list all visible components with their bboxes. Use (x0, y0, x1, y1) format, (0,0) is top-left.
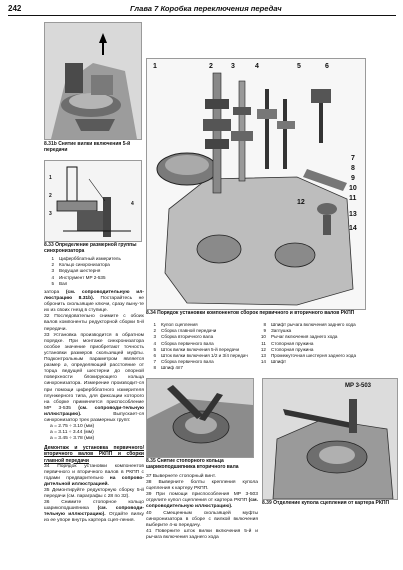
list-item: а = 2.75 ÷ 3.10 (мм) (50, 424, 95, 430)
body-text-mid: 37 Вывернете стопорный винт. 38 Вывернит… (146, 474, 258, 541)
callout-13: 13 (349, 211, 357, 218)
body-text-left: затора (см. сопроводительную ил-люстраци… (44, 290, 144, 525)
paragraph-36: 36 Снимите стопорное кольцо шарикоподшип… (44, 500, 144, 524)
callout-12: 12 (297, 199, 305, 206)
paragraph-33: 33 Установка производится в обратном пор… (44, 332, 144, 423)
callout-7: 7 (351, 155, 355, 162)
caption-text: Порядок установки компонентов сборок пер… (157, 310, 355, 316)
figure-8-34-caption: 8.34 Порядок установки компонентов сборо… (146, 310, 364, 316)
size-groups-list: а = 2.75 ÷ 3.10 (мм) а = 3.11 ÷ 3.44 (мм… (44, 424, 144, 442)
tool-label: МР 3-503 (345, 383, 372, 389)
figure-8-39-caption: 8.39 Отделение купола сцепления от карте… (262, 500, 396, 506)
page-number: 242 (8, 4, 22, 13)
figure-8-33-drawing (45, 161, 141, 241)
callout-9: 9 (351, 175, 355, 182)
callout-10: 10 (349, 185, 357, 192)
callout-5: 5 (297, 63, 301, 70)
section-subheading: Демонтаж и установка первичного/ вторичн… (44, 445, 144, 464)
figure-8-31b (44, 22, 142, 140)
figure-8-33-caption: 8.33 Определение размерной группы синхро… (44, 242, 144, 254)
figure-8-34-drawing (147, 59, 365, 309)
figure-8-39-drawing (263, 379, 397, 499)
paragraph-41: 41 Поверните шток вилки включения 5-й и … (146, 528, 258, 540)
paragraph-35: 35 Демонтируйте редукторную сборку 5-й п… (44, 488, 144, 500)
figure-8-33: 1 2 3 4 (44, 160, 142, 242)
caption-text: Снятие стопорного кольца шарикоподшипник… (146, 458, 239, 470)
figure-8-31b-caption: 8.31b Снятие вилки включения 5-й передач… (44, 141, 144, 153)
list-item: а = 3.11 ÷ 3.44 (мм) (50, 430, 94, 436)
callout-1: 1 (153, 63, 157, 70)
callout-2: 2 (209, 63, 213, 70)
paragraph-40: 40 Смещенным скользящей муфты синхрониза… (146, 510, 258, 528)
figure-8-31b-drawing (45, 23, 141, 139)
callout-2: 2 (49, 193, 52, 199)
callout-4: 4 (255, 63, 259, 70)
chapter-title: Глава 7 Коробка переключения передач (130, 4, 282, 13)
figure-number: 8.35 (146, 458, 156, 464)
callout-6: 6 (325, 63, 329, 70)
figure-number: 8.39 (262, 500, 272, 506)
callout-3: 3 (231, 63, 235, 70)
header-rule (8, 15, 396, 16)
paragraph-37: 37 Вывернете стопорный винт. (146, 474, 216, 479)
list-item: а = 3.45 ÷ 3.78 (мм) (50, 436, 95, 442)
figure-8-34: 1 2 3 4 5 6 7 8 9 10 11 12 13 14 (146, 58, 366, 310)
figure-8-39: МР 3-503 (262, 378, 398, 500)
caption-text: Определение размерной группы синхронизат… (44, 242, 137, 254)
figure-8-35-drawing (147, 379, 253, 457)
paragraph-38: 38 Выверните болты крепления купола сцеп… (146, 480, 258, 492)
callout-8: 8 (351, 165, 355, 172)
figure-number: 8.33 (44, 242, 54, 248)
caption-text: Снятие вилки включения 5-й передачи (44, 141, 131, 153)
callout-14: 14 (349, 225, 357, 232)
callout-11: 11 (349, 195, 357, 202)
figure-8-35-caption: 8.35 Снятие стопорного кольца шарикоподш… (146, 458, 256, 470)
callout-3: 3 (49, 211, 52, 217)
figure-number: 8.31b (44, 141, 57, 147)
figure-number: 8.34 (146, 310, 156, 316)
paragraph-31-cont: затора (см. сопроводительную ил-люстраци… (44, 290, 145, 314)
callout-4: 4 (131, 201, 134, 207)
paragraph-39: 39 При помощи приспособления МР 3-503 от… (146, 492, 258, 510)
paragraph-34: 34 Порядок установки компонентов первичн… (44, 463, 144, 487)
caption-text: Отделение купола сцепления от картера РК… (273, 500, 390, 506)
callout-1: 1 (49, 175, 52, 181)
paragraph-32: 32 Последовательно снимите с обоих валов… (44, 314, 144, 332)
figure-8-35 (146, 378, 254, 458)
